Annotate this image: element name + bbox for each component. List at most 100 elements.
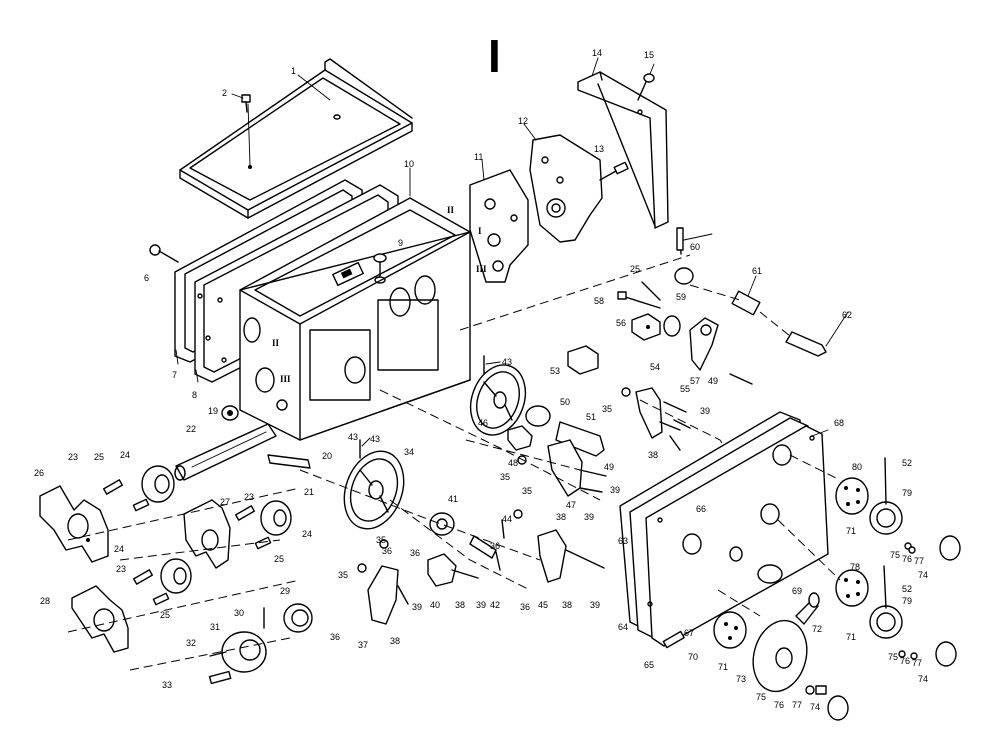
callout-9: 9 [398, 238, 403, 248]
callout-26: 26 [34, 468, 44, 478]
callout-19: 19 [208, 406, 218, 416]
part-disc-80 [835, 477, 869, 515]
callout-42: 42 [490, 600, 500, 610]
callout-7: 7 [172, 370, 177, 380]
callout-78: 78 [850, 562, 860, 572]
svg-text:36: 36 [520, 602, 530, 612]
part-screw-15 [637, 73, 655, 101]
part-gear-59 [663, 315, 681, 337]
callout-76: 76 [774, 700, 784, 710]
callout-37: 37 [358, 640, 368, 650]
callout-50: 50 [560, 397, 570, 407]
part-small-balls [357, 387, 631, 573]
callout-74: 74 [810, 702, 820, 712]
callout-61: 61 [752, 266, 762, 276]
callout-63: 63 [618, 536, 628, 546]
part-handwheel-34 [343, 450, 405, 530]
svg-text:39: 39 [700, 406, 710, 416]
part-block-56 [631, 313, 661, 341]
callout-30: 30 [234, 608, 244, 618]
callout-29: 29 [280, 586, 290, 596]
svg-text:39: 39 [584, 512, 594, 522]
part-disc-78 [835, 569, 869, 607]
callout-36: 36 [382, 546, 392, 556]
part-flange-70 [713, 611, 747, 649]
svg-text:24: 24 [302, 529, 312, 539]
svg-text:25: 25 [160, 610, 170, 620]
svg-text:III: III [280, 374, 291, 384]
part-handle-72 [795, 592, 820, 625]
callout-48: 48 [508, 458, 518, 468]
svg-text:35: 35 [602, 404, 612, 414]
callout-60: 60 [690, 242, 700, 252]
part-shaft-62 [785, 331, 827, 357]
svg-text:38: 38 [648, 450, 658, 460]
svg-text:35: 35 [338, 570, 348, 580]
callout-33: 33 [162, 680, 172, 690]
svg-text:74: 74 [918, 674, 928, 684]
part-lever-57 [689, 317, 719, 371]
part-shaft-51 [555, 421, 605, 457]
part-screw-13 [599, 161, 629, 181]
callout-40: 40 [430, 600, 440, 610]
callout-66: 66 [696, 504, 706, 514]
callout-32: 32 [186, 638, 196, 648]
callout-14: 14 [592, 48, 602, 58]
callout-20: 20 [322, 451, 332, 461]
part-pin-58 [617, 291, 661, 309]
svg-text:25: 25 [274, 554, 284, 564]
section-mark: I [488, 30, 501, 82]
callout-55: 55 [680, 384, 690, 394]
part-screw-2 [241, 94, 251, 113]
callout-11: 11 [474, 152, 483, 162]
callout-65: 65 [644, 660, 654, 670]
svg-text:79: 79 [902, 596, 912, 606]
callout-labels: 1 2 6 7 8 9 10 11 12 13 14 15 19 20 21 2… [34, 48, 912, 712]
part-gear-60 [674, 227, 694, 285]
part-collar-50 [525, 405, 551, 427]
svg-text:77: 77 [914, 556, 924, 566]
callout-45: 45 [538, 600, 548, 610]
callout-15: 15 [644, 50, 654, 60]
svg-text:76: 76 [900, 656, 910, 666]
callout-79: 79 [902, 488, 912, 498]
part-handwheel-73 [752, 619, 808, 693]
svg-text:36: 36 [490, 541, 500, 551]
svg-text:71: 71 [846, 632, 856, 642]
svg-text:II: II [447, 205, 455, 215]
callout-80: 80 [852, 462, 862, 472]
callout-59: 59 [676, 292, 686, 302]
svg-text:36: 36 [330, 632, 340, 642]
callout-41: 41 [448, 494, 458, 504]
part-pins-52 [883, 457, 887, 609]
part-screw-32 [209, 651, 227, 657]
callout-6: 6 [144, 273, 149, 283]
part-bush-69 [757, 564, 783, 584]
callout-21: 21 [304, 487, 314, 497]
callout-43: 43 [502, 357, 512, 367]
part-block-48 [507, 425, 533, 451]
part-screw-65 [662, 630, 685, 649]
svg-text:III: III [476, 264, 487, 274]
svg-text:35: 35 [500, 472, 510, 482]
part-knob-19 [221, 405, 239, 421]
part-ring-29 [283, 603, 313, 633]
callout-35: 35 [522, 486, 532, 496]
part-keys-23 [103, 479, 255, 585]
svg-text:74: 74 [918, 570, 928, 580]
part-screw-21 [267, 454, 311, 469]
part-sleeve-61 [731, 290, 761, 316]
leader-lines [175, 57, 849, 447]
callout-27: 27 [220, 497, 230, 507]
svg-text:77: 77 [912, 658, 922, 668]
svg-text:25: 25 [630, 264, 640, 274]
callout-68: 68 [834, 418, 844, 428]
callout-44: 44 [502, 514, 512, 524]
part-handwheel-46 [469, 364, 527, 436]
callout-56: 56 [616, 318, 626, 328]
part-fork-28 [71, 585, 129, 653]
part-top-cover [179, 58, 413, 219]
callout-57: 57 [690, 376, 700, 386]
callout-46: 46 [478, 418, 488, 428]
part-gear-79-lower [869, 605, 903, 639]
